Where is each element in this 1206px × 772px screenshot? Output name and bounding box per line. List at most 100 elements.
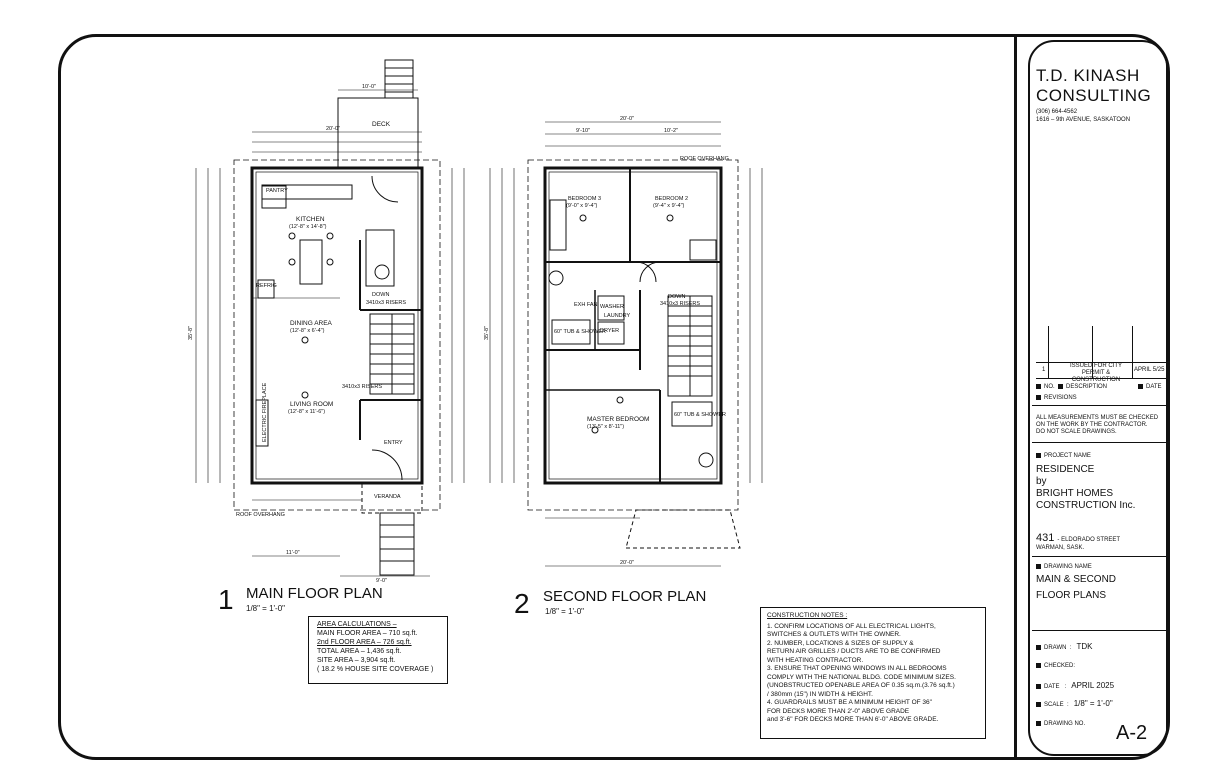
note-line: COMPLY WITH THE NATIONAL BLDG. CODE MINI…	[767, 673, 956, 681]
label-fireplace: ELECTRIC FIREPLACE	[262, 382, 268, 442]
area-heading: AREA CALCULATIONS –	[317, 621, 397, 628]
scale-row: SCALE : 1/8" = 1'-0"	[1036, 700, 1113, 709]
note-line: SWITCHES & OUTLETS WITH THE OWNER.	[767, 631, 901, 638]
dim-left: 35'-8"	[188, 326, 194, 340]
disclaimer-line1: ALL MEASUREMENTS MUST BE CHECKED	[1036, 415, 1159, 421]
dim-bottom-2: 20'-0"	[620, 560, 634, 566]
rev-grid-line	[1036, 378, 1166, 379]
firm-name-line2: CONSULTING	[1036, 86, 1152, 105]
project-line3: BRIGHT HOMES	[1036, 488, 1114, 499]
title-block	[1028, 40, 1168, 756]
dim-top: 20'-0"	[326, 126, 340, 132]
note-line: 3. ENSURE THAT OPENING WINDOWS IN ALL BE…	[767, 665, 947, 672]
firm-phone: (306) 664-4562	[1036, 109, 1078, 115]
label-master-size: (13'-5" x 8'-11")	[587, 424, 624, 430]
rev-no: 1	[1042, 367, 1046, 373]
project-town: WARMAN, SASK.	[1036, 545, 1085, 551]
label-living: LIVING ROOM	[290, 401, 333, 408]
plan-2-number: 2	[514, 588, 530, 619]
rev-date: APRIL 5/25	[1134, 367, 1165, 373]
dim-b: 10'-2"	[664, 128, 678, 134]
note-line: / 380mm (15") IN WIDTH & HEIGHT.	[767, 690, 873, 698]
label-refrig: REFRIG	[256, 283, 277, 289]
drawing-name-line1: MAIN & SECOND	[1036, 574, 1117, 585]
dim-top-2: 20'-0"	[620, 116, 634, 122]
area-line: 2nd FLOOR AREA – 726 sq.ft.	[317, 639, 412, 646]
project-line1: RESIDENCE	[1036, 464, 1095, 475]
label-kitchen-size: (12'-8" x 14'-8")	[289, 224, 327, 230]
label-washer: WASHER	[600, 304, 624, 310]
disclaimer-line2: ON THE WORK BY THE CONTRACTOR.	[1036, 422, 1148, 428]
construction-notes-box: CONSTRUCTION NOTES : 1. CONFIRM LOCATION…	[760, 607, 986, 739]
tb-separator	[1032, 405, 1166, 406]
revisions-label: REVISIONS	[1036, 394, 1077, 402]
note-line: and 3'-6" FOR DECKS MORE THAN 6'-0" ABOV…	[767, 716, 939, 723]
label-tub: 60" TUB & SHOWER	[554, 329, 606, 335]
label-exh-fan: EXH FAN	[574, 302, 598, 308]
label-risers-top: 3410x3 RISERS	[366, 300, 406, 306]
drawing-name-label: DRAWING NAME	[1036, 563, 1092, 571]
tb-separator	[1032, 630, 1166, 631]
label-dining-size: (12'-8" x 6'-4")	[290, 328, 325, 334]
label-master: MASTER BEDROOM	[587, 416, 649, 423]
label-entry: ENTRY	[384, 440, 403, 446]
label-roof-overhang-2: ROOF OVERHANG	[680, 156, 729, 162]
drawing-no-label: DRAWING NO.	[1036, 720, 1085, 728]
area-line: ( 18.2 % HOUSE SITE COVERAGE )	[317, 666, 434, 673]
label-living-size: (12'-8" x 11'-6")	[288, 409, 325, 415]
area-line: TOTAL AREA – 1,436 sq.ft.	[317, 648, 402, 655]
dim-deck: 10'-0"	[362, 84, 376, 90]
drawing-number: A-2	[1116, 722, 1148, 744]
dim-stairs: 9'-0"	[376, 578, 387, 584]
rev-col-description: DESCRIPTION	[1058, 383, 1107, 391]
rev-grid-line	[1092, 326, 1093, 378]
label-bedroom2: BEDROOM 2	[655, 196, 688, 202]
label-down: DOWN	[372, 292, 389, 298]
label-pantry: PANTRY	[266, 188, 288, 194]
disclaimer-line3: DO NOT SCALE DRAWINGS.	[1036, 429, 1117, 435]
note-line: 4. GUARDRAILS MUST BE A MINIMUM HEIGHT O…	[767, 699, 932, 706]
tb-separator	[1032, 556, 1166, 557]
plan-1-title: MAIN FLOOR PLAN	[246, 585, 383, 602]
label-veranda: VERANDA	[374, 494, 401, 500]
note-line: RETURN AIR GRILLES / DUCTS ARE TO BE CON…	[767, 648, 941, 655]
checked-row: CHECKED:	[1036, 662, 1075, 670]
rev-grid-line	[1048, 326, 1049, 378]
rev-grid-line	[1036, 362, 1166, 363]
project-line4: CONSTRUCTION Inc.	[1036, 500, 1136, 511]
area-line: SITE AREA – 3,904 sq.ft.	[317, 657, 396, 664]
label-bedroom3: BEDROOM 3	[568, 196, 601, 202]
area-calculations-box: AREA CALCULATIONS – MAIN FLOOR AREA – 71…	[308, 616, 448, 684]
note-line: 2. NUMBER, LOCATIONS & SIZES OF SUPPLY &	[767, 639, 914, 647]
area-line: MAIN FLOOR AREA – 710 sq.ft.	[317, 630, 418, 637]
label-bedroom3-size: (9'-0" x 9'-4")	[566, 203, 598, 209]
label-down-2: DOWN	[668, 294, 685, 300]
plan-2-scale: 1/8" = 1'-0"	[545, 607, 585, 616]
date-row: DATE : APRIL 2025	[1036, 682, 1114, 691]
rev-col-date: DATE	[1138, 383, 1162, 391]
label-tub-master: 60" TUB & SHOWER	[674, 412, 726, 418]
rev-grid-line	[1132, 326, 1133, 378]
note-line: 1. CONFIRM LOCATIONS OF ALL ELECTRICAL L…	[767, 622, 936, 630]
project-label: PROJECT NAME	[1036, 452, 1091, 460]
label-bedroom2-size: (9'-4" x 9'-4")	[653, 203, 685, 209]
plan-2-title: SECOND FLOOR PLAN	[543, 588, 707, 605]
label-risers-bottom: 3410x3 RISERS	[342, 384, 382, 390]
note-line: FOR DECKS MORE THAN 2'-0" ABOVE GRADE	[767, 707, 910, 715]
dim-left-2: 35'-8"	[484, 326, 490, 340]
drawing-name-line2: FLOOR PLANS	[1036, 590, 1107, 601]
label-kitchen: KITCHEN	[296, 216, 325, 223]
sheet-divider	[1014, 34, 1017, 760]
rev-col-no: NO.	[1036, 383, 1055, 391]
firm-name-line1: T.D. KINASH	[1036, 66, 1140, 85]
note-line: WITH HEATING CONTRACTOR.	[767, 656, 864, 664]
label-risers-2: 3410x3 RISERS	[660, 301, 700, 307]
drawn-row: DRAWN : TDK	[1036, 643, 1092, 652]
firm-address: 1616 – 9th AVENUE, SASKATOON	[1036, 117, 1131, 123]
note-line: (UNOBSTRUCTED OPENABLE AREA OF 0.35 sq.m…	[767, 682, 955, 689]
notes-heading: CONSTRUCTION NOTES :	[767, 612, 848, 619]
label-deck: DECK	[372, 121, 391, 128]
label-dryer: DRYER	[600, 328, 619, 334]
project-line2: by	[1036, 476, 1047, 487]
